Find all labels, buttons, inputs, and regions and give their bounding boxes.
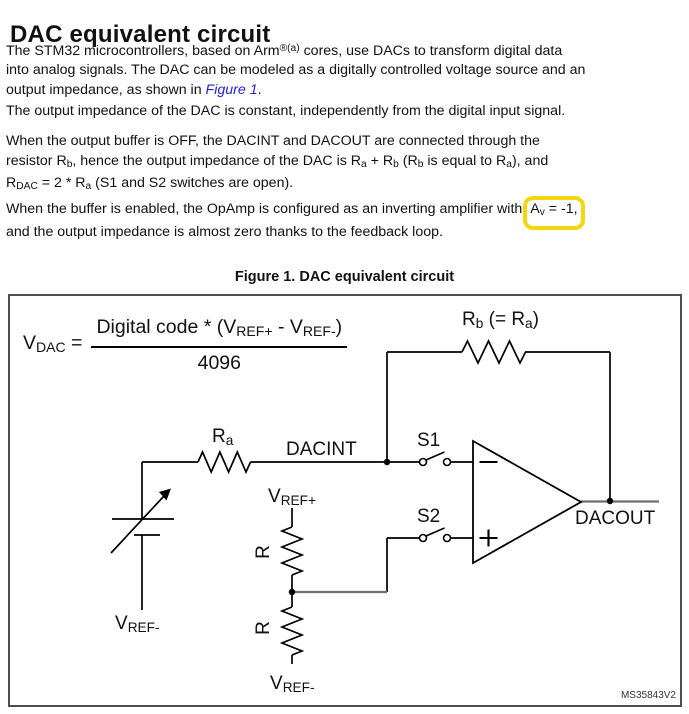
av-gain-highlight: Av = -1, xyxy=(523,196,585,230)
ra-resistor xyxy=(197,449,252,475)
vref-minus-divider-label: VREF- xyxy=(270,673,315,695)
opamp-triangle xyxy=(472,439,583,565)
text-line: into analog signals. The DAC can be mode… xyxy=(6,62,586,79)
rb-resistor xyxy=(461,339,527,365)
ra-label: Ra xyxy=(212,426,234,448)
s1-switch-lever xyxy=(425,451,445,461)
s1-contact xyxy=(442,457,452,467)
source-arrow-line xyxy=(110,495,165,554)
text-line: The STM32 microcontrollers, based on Arm… xyxy=(6,42,563,59)
r-upper-label: R xyxy=(253,545,274,559)
vref-minus-left-label: VREF- xyxy=(115,613,160,635)
feedback-wire xyxy=(386,351,611,501)
formula-denominator: 4096 xyxy=(197,352,241,375)
s2-contact xyxy=(442,533,452,543)
junction-dot xyxy=(606,497,614,505)
figure-caption: Figure 1. DAC equivalent circuit xyxy=(234,269,455,285)
vref-plus-label: VREF+ xyxy=(268,486,317,508)
text-line: When the buffer is enabled, the OpAmp is… xyxy=(6,196,689,230)
s2-wire xyxy=(386,537,473,592)
formula-fraction: Digital code * (VREF+ - VREF-) 4096 xyxy=(91,316,348,375)
dacint-label: DACINT xyxy=(286,439,357,460)
rb-label: Rb (= Ra) xyxy=(462,309,539,331)
s1-contact xyxy=(418,457,428,467)
junction-dot xyxy=(383,458,391,466)
page-title: DAC equivalent circuit xyxy=(10,21,271,49)
r-lower-label: R xyxy=(253,621,274,635)
opamp-plus-sign xyxy=(479,529,498,547)
divider-resistor-lower xyxy=(279,606,305,656)
paragraph: The output impedance of the DAC is const… xyxy=(6,102,689,122)
text-line: When the output buffer is OFF, the DACIN… xyxy=(6,133,540,149)
divider-resistor-upper xyxy=(279,526,305,576)
text-line: RDAC = 2 * Ra (S1 and S2 switches are op… xyxy=(6,175,294,193)
figure-frame: VDAC = Digital code * (VREF+ - VREF-) 40… xyxy=(8,294,682,707)
dac-formula: VDAC = Digital code * (VREF+ - VREF-) 40… xyxy=(23,316,348,375)
s2-label: S2 xyxy=(417,506,441,527)
text-line: output impedance, as shown in Figure 1. xyxy=(6,82,262,99)
paragraph: The STM32 microcontrollers, based on Arm… xyxy=(6,39,689,101)
source-arrowhead xyxy=(159,488,171,501)
s1-label: S1 xyxy=(417,430,441,451)
text-line: resistor Rb, hence the output impedance … xyxy=(6,152,549,170)
text-line: The output impedance of the DAC is const… xyxy=(6,103,566,119)
junction-dot xyxy=(288,588,296,596)
figure-1-link[interactable]: Figure 1 xyxy=(205,82,258,99)
figure-id-watermark: MS35843V2 xyxy=(620,690,676,701)
formula-lhs: VDAC = xyxy=(23,332,83,356)
formula-numerator: Digital code * (VREF+ - VREF-) xyxy=(91,316,348,349)
dacout-label: DACOUT xyxy=(575,508,656,529)
source-wires xyxy=(112,462,174,610)
s2-switch-lever xyxy=(425,527,445,537)
text-line: and the output impedance is almost zero … xyxy=(6,223,443,240)
s2-contact xyxy=(418,533,428,543)
paragraph: When the output buffer is OFF, the DACIN… xyxy=(6,132,689,197)
circuit-diagram xyxy=(110,339,659,664)
paragraph: When the buffer is enabled, the OpAmp is… xyxy=(6,196,689,242)
